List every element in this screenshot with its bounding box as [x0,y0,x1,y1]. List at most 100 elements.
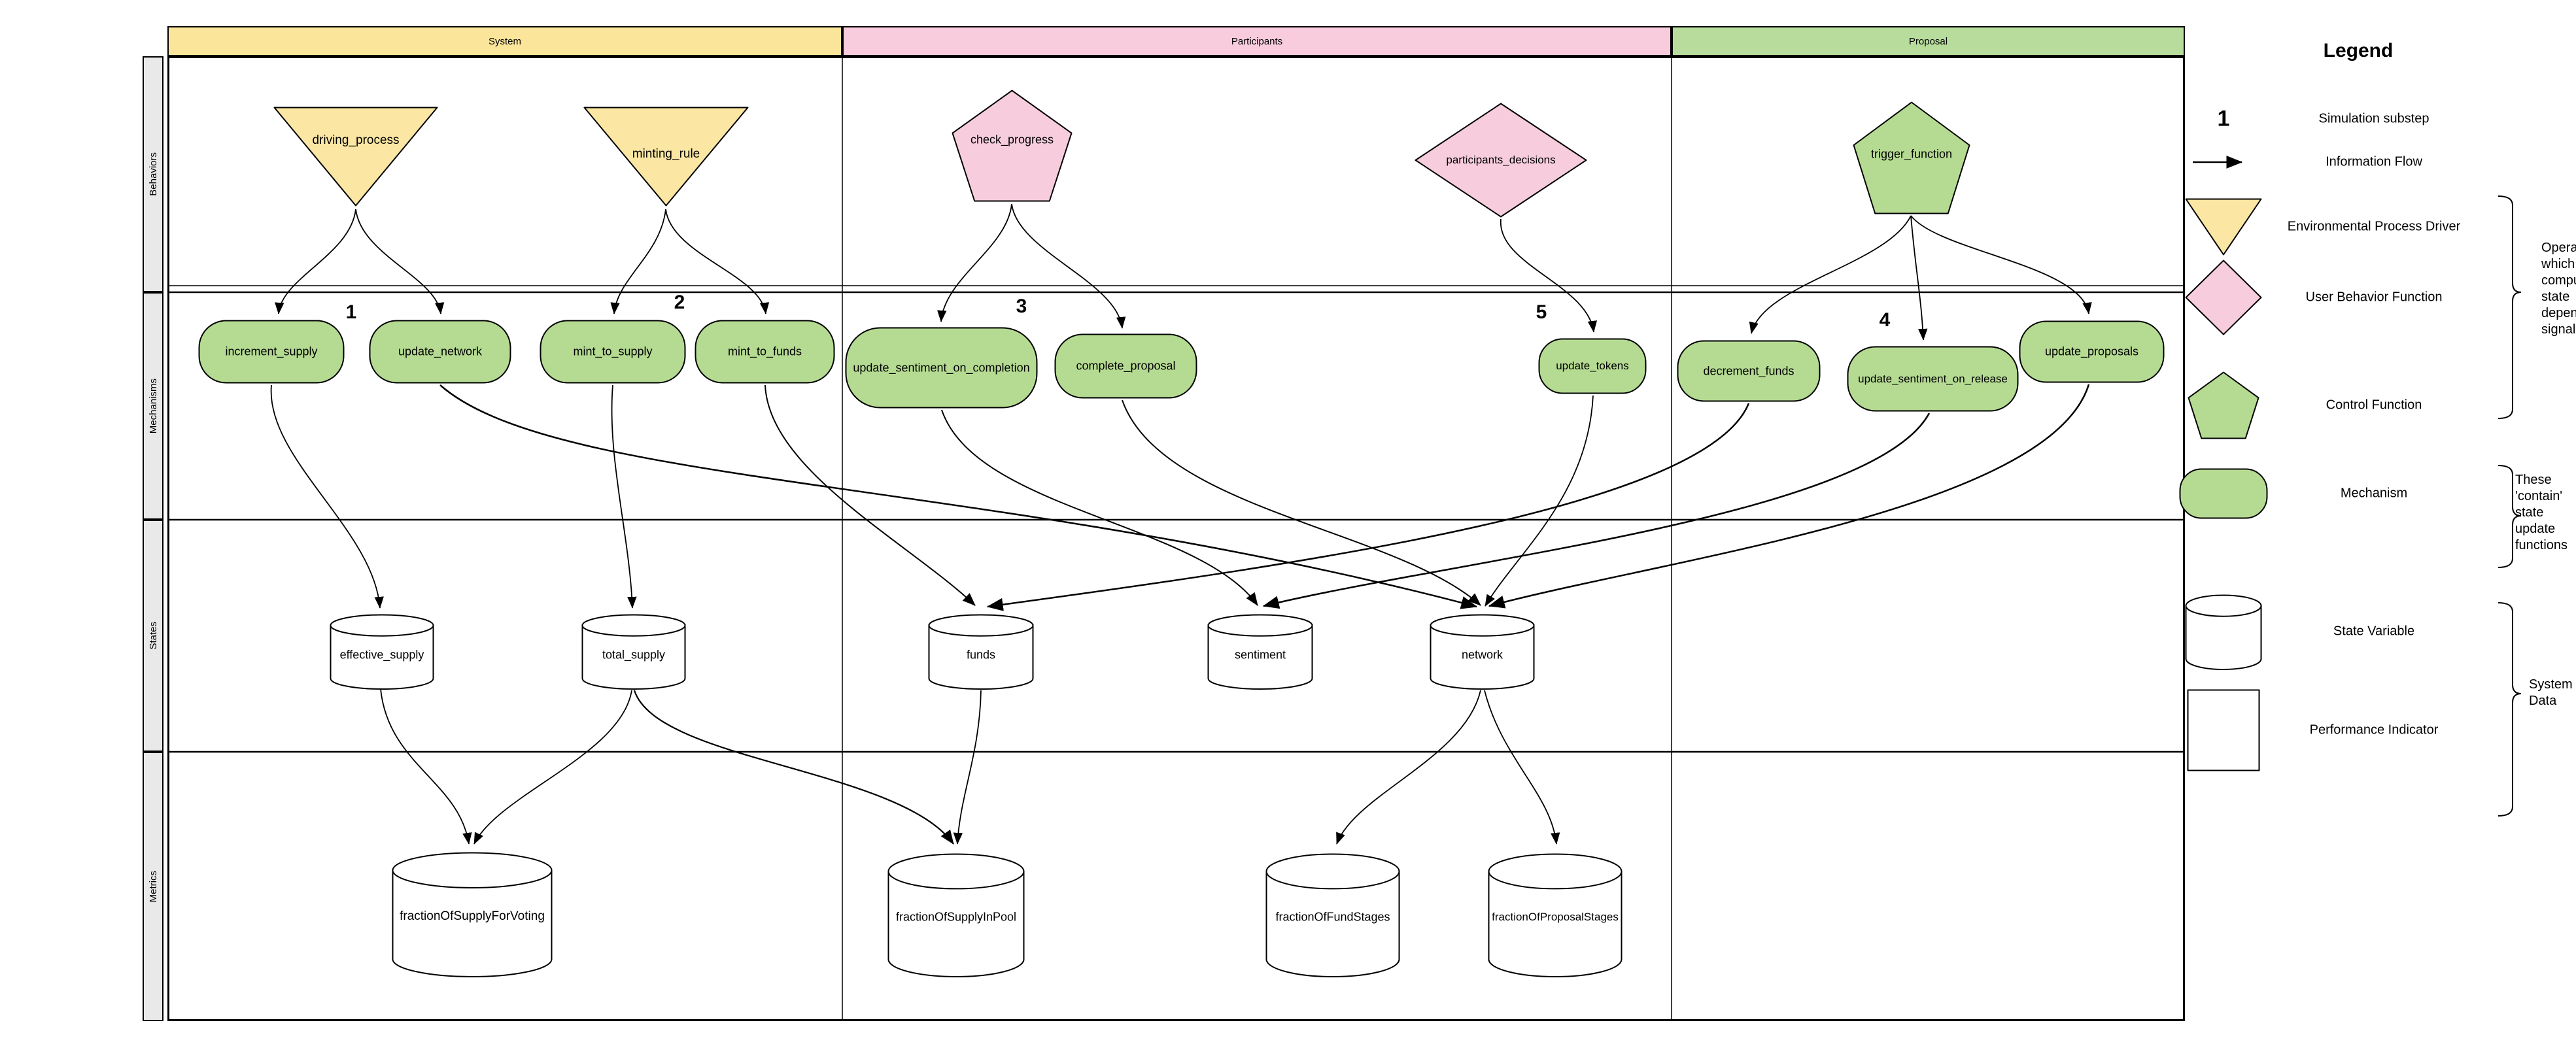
legend-annotation-line: Operators [2541,241,2576,255]
legend-annotation-line: compute [2541,273,2576,288]
legend-title: Legend [2323,40,2394,61]
pentagon-shape [2188,371,2259,439]
node-update_proposals[interactable]: update_proposals [2019,320,2165,383]
node-update_sentiment_on_completion[interactable]: update_sentiment_on_completion [845,327,1038,409]
node-label: sentiment [1234,648,1286,662]
edge-complete_proposal-to-network[interactable] [1122,399,1481,606]
edge-update_sentiment_on_release-to-sentiment[interactable] [1262,413,1931,609]
node-label: complete_proposal [1076,359,1176,373]
pill-shape [2019,320,2165,383]
legend-annotation-line: signals [2541,322,2576,337]
node-mint_to_supply[interactable]: mint_to_supply [540,320,686,384]
node-complete_proposal[interactable]: complete_proposal [1054,333,1197,399]
substep-number-2: 2 [674,292,685,313]
node-minting_rule[interactable]: minting_rule [583,107,749,207]
node-effective_supply[interactable]: effective_supply [330,614,434,690]
legend-label-5: Mechanism [2340,486,2408,501]
lane-label-mechanisms: Mechanisms [143,292,163,520]
node-fractionOfProposalStages[interactable]: fractionOfProposalStages [1488,853,1623,977]
substep-number-1: 1 [345,301,357,323]
edge-minting_rule-to-mint_to_funds[interactable] [665,209,770,314]
node-update_sentiment_on_release[interactable]: update_sentiment_on_release [1847,346,2019,412]
edge-trigger_function-to-update_sentiment_on_release[interactable] [1910,215,1928,341]
edge-increment_supply-to-effective_supply[interactable] [270,384,384,609]
node-label: participants_decisions [1446,154,1556,166]
edge-funds-to-fractionOfSupplyInPool[interactable] [953,690,982,845]
node-fractionOfFundStages[interactable]: fractionOfFundStages [1265,853,1400,977]
edge-mint_to_funds-to-funds[interactable] [764,384,976,606]
legend-label-3: User Behavior Function [2305,290,2443,305]
edge-update_proposals-to-network[interactable] [1488,384,2090,609]
node-mint_to_funds[interactable]: mint_to_funds [695,320,835,384]
node-label: update_proposals [2044,345,2139,358]
node-label: fractionOfSupplyInPool [895,910,1017,924]
node-funds[interactable]: funds [928,614,1034,690]
pill-shape [1538,338,1647,394]
substep-number-4: 4 [1879,309,1891,331]
column-header-participants: Participants [842,26,1672,56]
lane-label-metrics: Metrics [143,752,163,1021]
legend-brace-2 [2498,602,2522,817]
node-label: check_progress [970,133,1054,146]
legend-annotation-line: state [2515,505,2544,520]
node-fractionOfSupplyInPool[interactable]: fractionOfSupplyInPool [887,853,1025,977]
edge-update_tokens-to-network[interactable] [1485,395,1594,607]
edge-update_sentiment_on_completion-to-sentiment[interactable] [941,409,1258,606]
edge-trigger_function-to-decrement_funds[interactable] [1749,215,1912,334]
edge-effective_supply-to-fractionOfSupplyForVoting[interactable] [380,688,472,845]
node-total_supply[interactable]: total_supply [581,614,686,690]
node-label: fractionOfProposalStages [1492,911,1619,924]
edge-driving_process-to-update_network[interactable] [355,209,445,314]
cylinder-shape [928,614,1034,690]
node-decrement_funds[interactable]: decrement_funds [1677,340,1821,402]
legend-label-7: Performance Indicator [2309,722,2439,737]
node-check_progress[interactable]: check_progress [952,90,1073,202]
node-label: decrement_funds [1703,364,1795,377]
pill-shape [198,320,345,384]
node-participants_decisions[interactable]: participants_decisions [1415,103,1587,218]
node-increment_supply[interactable]: increment_supply [198,320,345,384]
edge-trigger_function-to-update_proposals[interactable] [1910,215,2092,314]
pentagon-shape [952,90,1073,202]
edge-total_supply-to-fractionOfSupplyInPool[interactable] [633,690,954,845]
node-label: funds [966,648,996,662]
edge-minting_rule-to-mint_to_supply[interactable] [610,209,666,314]
pill-shape [845,327,1038,409]
node-label: increment_supply [225,345,318,358]
cylinder-shape [887,853,1025,977]
edge-driving_process-to-increment_supply[interactable] [275,209,356,314]
cylinder-shape [330,614,434,690]
legend-label-0: Simulation substep [2318,111,2430,126]
edge-total_supply-to-fractionOfSupplyForVoting[interactable] [473,690,632,845]
node-label: driving_process [312,133,400,148]
node-driving_process[interactable]: driving_process [273,107,438,207]
substep-number-5: 5 [1536,301,1547,323]
edge-check_progress-to-update_sentiment_on_completion[interactable] [937,203,1012,322]
triangle-down-shape [583,107,749,207]
node-fractionOfSupplyForVoting[interactable]: fractionOfSupplyForVoting [392,852,553,977]
legend-cylinder-icon [2185,594,2262,670]
edge-participants_decisions-to-update_tokens[interactable] [1500,218,1598,333]
column-header-label: System [488,35,521,47]
pentagon-shape [1853,101,1970,214]
edge-mint_to_supply-to-total_supply[interactable] [611,384,637,609]
edge-network-to-fractionOfFundStages[interactable] [1336,690,1481,845]
edge-network-to-fractionOfProposalStages[interactable] [1484,690,1560,845]
node-update_tokens[interactable]: update_tokens [1538,338,1647,394]
node-network[interactable]: network [1430,614,1535,690]
node-label: fractionOfFundStages [1275,910,1390,924]
legend-annotation-line: state [2541,290,2570,304]
legend-annotation-line: dependent [2541,306,2576,320]
edge-decrement_funds-to-funds[interactable] [986,403,1750,611]
edge-check_progress-to-complete_proposal[interactable] [1011,203,1126,329]
legend-rect-icon [2187,689,2260,771]
node-sentiment[interactable]: sentiment [1207,614,1313,690]
node-update_network[interactable]: update_network [369,320,511,384]
triangle-down-shape [2185,198,2262,256]
legend-substep-number-icon: 1 [2217,106,2230,131]
legend-brace-1 [2498,465,2522,568]
node-trigger_function[interactable]: trigger_function [1853,101,1970,214]
edge-update_network-to-network[interactable] [439,384,1478,609]
